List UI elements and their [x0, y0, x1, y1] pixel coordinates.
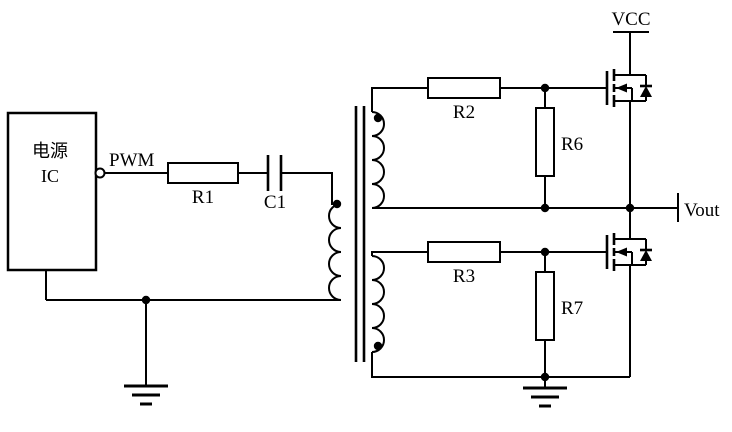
pwm-output-port: [94, 167, 106, 179]
vcc-label: VCC: [611, 9, 650, 30]
resistor-r7: R7: [535, 271, 583, 341]
junction-dot: [540, 247, 550, 257]
transformer-secondary-top-winding: [371, 111, 385, 209]
transformer: [328, 106, 385, 362]
power-ic-box: [6, 111, 98, 272]
mosfet-bottom: [605, 233, 652, 271]
junction-dots: [141, 83, 635, 382]
primary-polarity-dot: [332, 199, 342, 209]
ground-left-bars: [124, 384, 168, 406]
resistor-r2-body: [427, 77, 501, 99]
mosfet-top: [605, 69, 652, 107]
junction-dot: [540, 203, 550, 213]
resistor-r6: R6: [535, 107, 583, 177]
capacitor-c1: C1: [264, 155, 286, 213]
resistor-r1-body: [167, 162, 239, 184]
power-ic-label-line2: IC: [41, 166, 59, 186]
resistor-r6-body: [535, 107, 555, 177]
resistor-r3: R3: [427, 241, 501, 287]
mosfet-bottom-body-diode: [640, 250, 652, 261]
power-ic: 电源 IC: [6, 111, 106, 272]
resistor-r6-label: R6: [561, 134, 583, 155]
resistor-r2-label: R2: [453, 102, 475, 123]
resistor-r7-body: [535, 271, 555, 341]
resistor-r1: R1: [167, 162, 239, 208]
junction-dot: [141, 295, 151, 305]
ground-symbol-left: [124, 384, 168, 406]
wires: [45, 31, 679, 388]
pwm-label: PWM: [109, 150, 155, 171]
secondary-bottom-polarity-dot: [373, 341, 383, 351]
mosfet-top-body-diode: [640, 86, 652, 97]
resistor-r1-label: R1: [192, 187, 214, 208]
junction-dot: [540, 83, 550, 93]
power-ic-label-line1: 电源: [32, 141, 68, 161]
transformer-core: [354, 106, 366, 362]
resistor-r3-body: [427, 241, 501, 263]
capacitor-c1-plates: [266, 155, 283, 191]
vout-label: Vout: [684, 200, 720, 221]
secondary-top-polarity-dot: [373, 113, 383, 123]
junction-dot: [540, 372, 550, 382]
resistor-r2: R2: [427, 77, 501, 123]
capacitor-c1-label: C1: [264, 192, 286, 213]
mosfet-top-body-arrow: [616, 83, 627, 93]
ground-symbol-right: [523, 386, 567, 408]
ground-right-bars: [523, 386, 567, 408]
resistor-r3-label: R3: [453, 266, 475, 287]
resistor-r7-label: R7: [561, 298, 583, 319]
transformer-secondary-bottom-winding: [371, 255, 385, 353]
mosfet-bottom-body-arrow: [616, 247, 627, 257]
transformer-primary-winding: [328, 203, 342, 301]
junction-dot: [625, 203, 635, 213]
